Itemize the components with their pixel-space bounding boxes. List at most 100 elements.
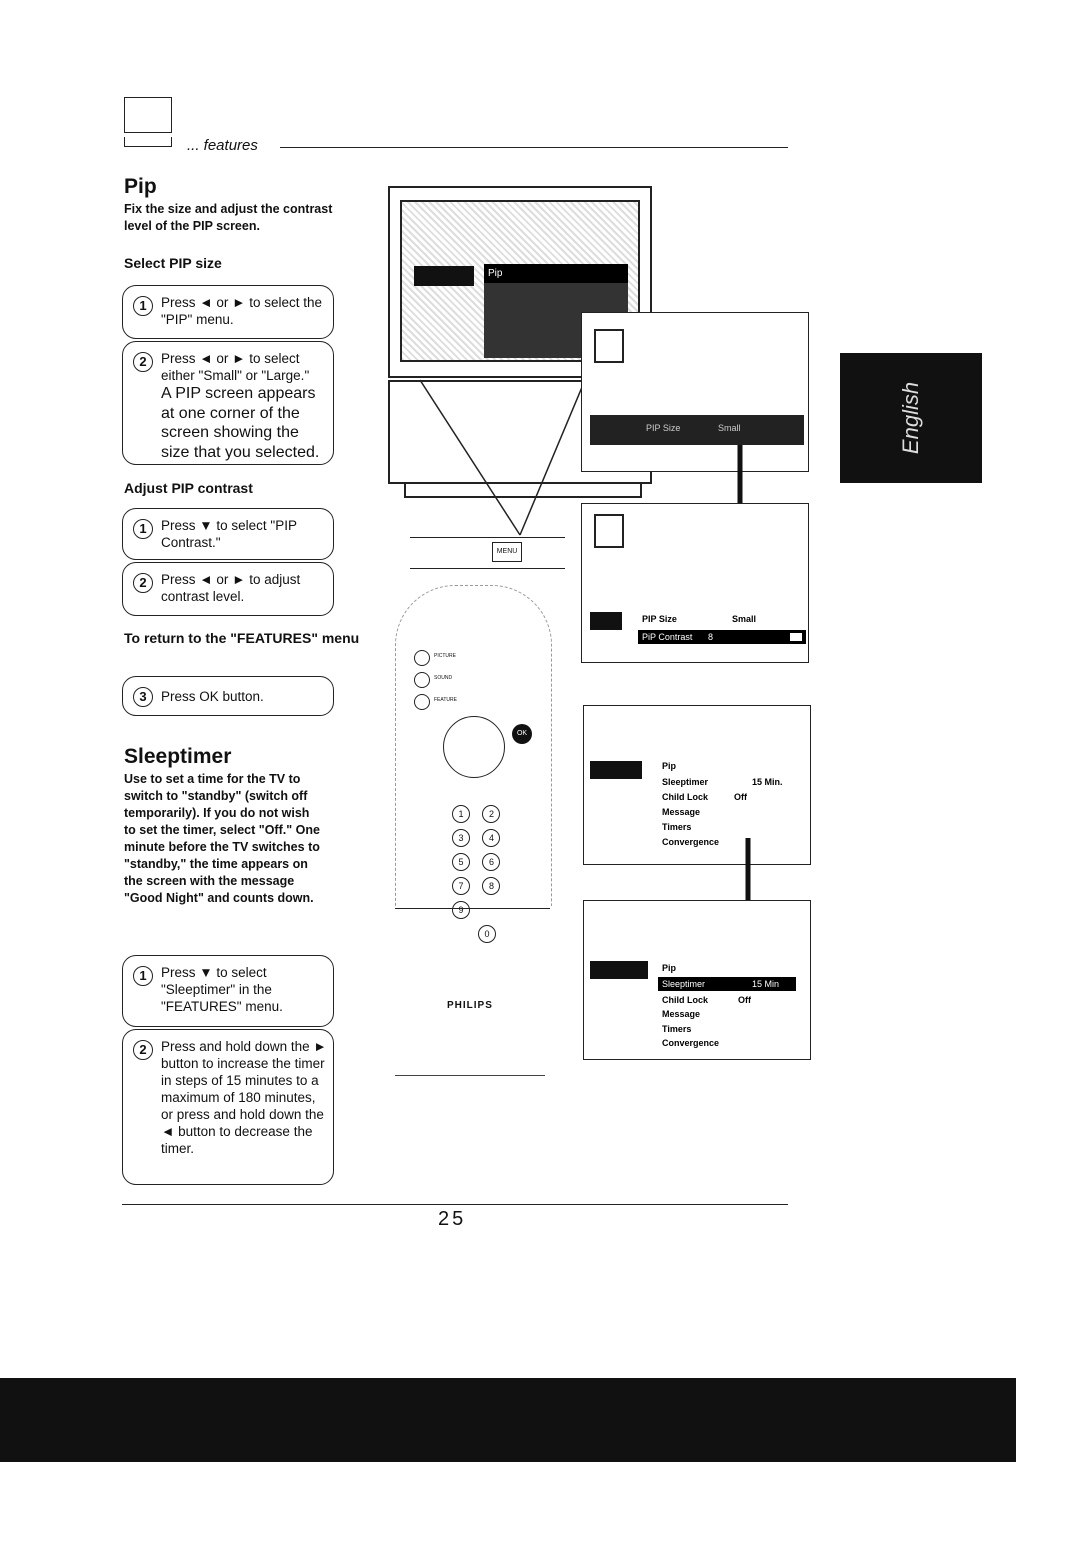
ok-button[interactable]: OK	[512, 724, 532, 744]
osd-contrast-row: PiP Contrast 8	[638, 630, 806, 644]
step-text: Press ◄ or ► to select either "Small" or…	[161, 350, 327, 462]
step-number: 1	[133, 966, 153, 986]
osd-item: Message	[662, 807, 701, 817]
sound-label: SOUND	[434, 675, 453, 681]
osd-sleeptimer-menu: Pip Sleeptimer 15 Min Child Lock Off Mes…	[583, 900, 811, 1060]
adjust-contrast-heading: Adjust PIP contrast	[124, 480, 253, 496]
digit-button[interactable]: 2	[482, 805, 501, 823]
picture-label: PICTURE	[434, 653, 456, 659]
osd-item: Pip	[662, 963, 677, 973]
step-number: 2	[133, 352, 153, 372]
section-label: ... features	[187, 137, 258, 154]
osd-item: Convergence	[662, 1038, 720, 1048]
digit-button[interactable]: 7	[452, 877, 470, 895]
step-number: 2	[133, 573, 153, 593]
sleeptimer-title: Sleeptimer	[124, 745, 232, 768]
callout-line	[519, 379, 586, 536]
osd-item-value: 15 Min	[752, 979, 780, 989]
osd-item: Sleeptimer	[662, 979, 706, 989]
osd-item: Sleeptimer	[662, 777, 709, 787]
tv-stand	[404, 484, 642, 498]
sound-button[interactable]	[414, 672, 430, 688]
osd-pip-size-value: Small	[718, 423, 741, 433]
osd-item: Timers	[662, 822, 692, 832]
callout-lines	[419, 379, 586, 536]
osd-item-value: Off	[734, 792, 747, 802]
step-text: Press ◄ or ► to adjust contrast level.	[161, 572, 301, 604]
remote-divider	[395, 908, 550, 909]
pip-title: Pip	[124, 175, 157, 198]
callout-line	[419, 379, 521, 536]
osd-pip-size-label: PIP Size	[646, 423, 681, 433]
step-text: Press ▼ to select "PIP Contrast."	[161, 518, 297, 550]
select-size-heading: Select PIP size	[124, 255, 222, 271]
osd-pip-size: PIP Size Small	[581, 312, 809, 472]
sleeptimer-intro: Use to set a time for the TV to switch t…	[124, 772, 320, 905]
osd-item-value: Off	[738, 995, 751, 1005]
osd-item: Child Lock	[662, 995, 709, 1005]
tv-icon	[124, 97, 172, 133]
scan-bar	[0, 1378, 1016, 1462]
nav-pad[interactable]	[443, 716, 505, 778]
feature-button[interactable]	[414, 694, 430, 710]
osd-pip-size-label: PIP Size	[642, 614, 677, 624]
digit-button[interactable]: 8	[482, 877, 501, 895]
step-adjust-contrast: 2 Press ◄ or ► to adjust contrast level.	[122, 562, 334, 616]
step-number: 2	[133, 1040, 153, 1060]
step-text-a: Press ◄ or ► to select either "Small" or…	[161, 351, 310, 383]
contrast-bar-fill	[724, 633, 791, 641]
language-tab: English	[840, 353, 982, 483]
digit-button[interactable]: 6	[482, 853, 501, 871]
header-rule	[280, 147, 788, 148]
osd-menu-bar: PIP Size Small	[590, 415, 804, 445]
step-number: 3	[133, 687, 153, 707]
tv-menu-highlight	[414, 266, 474, 286]
osd-contrast-label: PiP Contrast	[642, 632, 693, 642]
tv-menu-top-item: Pip	[484, 264, 628, 283]
osd-features-menu: Pip Sleeptimer 15 Min. Child Lock Off Me…	[583, 705, 811, 865]
step-select-contrast: 1 Press ▼ to select "PIP Contrast."	[122, 508, 334, 560]
feature-label: FEATURE	[434, 697, 457, 703]
step-select-size: 2 Press ◄ or ► to select either "Small" …	[122, 341, 334, 465]
osd-left-block	[590, 961, 648, 979]
osd-item: Pip	[662, 761, 677, 771]
step-set-timer: 2 Press and hold down the ► button to in…	[122, 1029, 334, 1185]
step-number: 1	[133, 296, 153, 316]
contrast-bar	[724, 633, 802, 641]
step-text: Press ▼ to select "Sleeptimer" in the "F…	[161, 965, 283, 1014]
digit-button[interactable]: 9	[452, 901, 470, 919]
digit-button[interactable]: 1	[452, 805, 470, 823]
step-number: 1	[133, 519, 153, 539]
osd-item: Message	[662, 1009, 701, 1019]
osd-item: Child Lock	[662, 792, 709, 802]
remote-brand: PHILIPS	[447, 1000, 493, 1011]
osd-sleeptimer-row: Sleeptimer 15 Min	[658, 977, 796, 991]
digit-button[interactable]: 5	[452, 853, 470, 871]
osd-contrast-value: 8	[708, 632, 714, 642]
digit-button[interactable]: 0	[478, 925, 496, 943]
step-text: Press ◄ or ► to select the "PIP" menu.	[161, 295, 323, 327]
step-text-b: A PIP screen appears at one corner of th…	[161, 385, 320, 461]
step-select-sleeptimer: 1 Press ▼ to select "Sleeptimer" in the …	[122, 955, 334, 1027]
osd-pip-contrast: PIP Size Small PiP Contrast 8	[581, 503, 809, 663]
return-heading: To return to the "FEATURES" menu	[124, 630, 360, 646]
step-press-ok: 3 Press OK button.	[122, 676, 334, 716]
picture-button[interactable]	[414, 650, 430, 666]
digit-button[interactable]: 3	[452, 829, 470, 847]
page-number: 25	[438, 1208, 467, 1230]
osd-pip-size-value: Small	[732, 614, 757, 624]
osd-item: Convergence	[662, 837, 720, 847]
menu-button[interactable]: MENU	[492, 542, 522, 562]
remote-top-bar: MENU	[410, 537, 565, 569]
footer-rule	[122, 1204, 788, 1205]
tv-icon-base	[124, 137, 172, 147]
pip-window	[594, 514, 624, 548]
remote-body	[395, 585, 552, 906]
remote-bottom-line	[395, 1075, 545, 1076]
language-tab-label: English	[898, 381, 923, 455]
osd-left-block	[590, 761, 642, 779]
pip-intro: Fix the size and adjust the contrast lev…	[124, 202, 333, 233]
step-select-pip: 1 Press ◄ or ► to select the "PIP" menu.	[122, 285, 334, 339]
digit-grid: 1 2 3 4 5 6 7 8 9 0	[448, 802, 528, 946]
digit-button[interactable]: 4	[482, 829, 501, 847]
